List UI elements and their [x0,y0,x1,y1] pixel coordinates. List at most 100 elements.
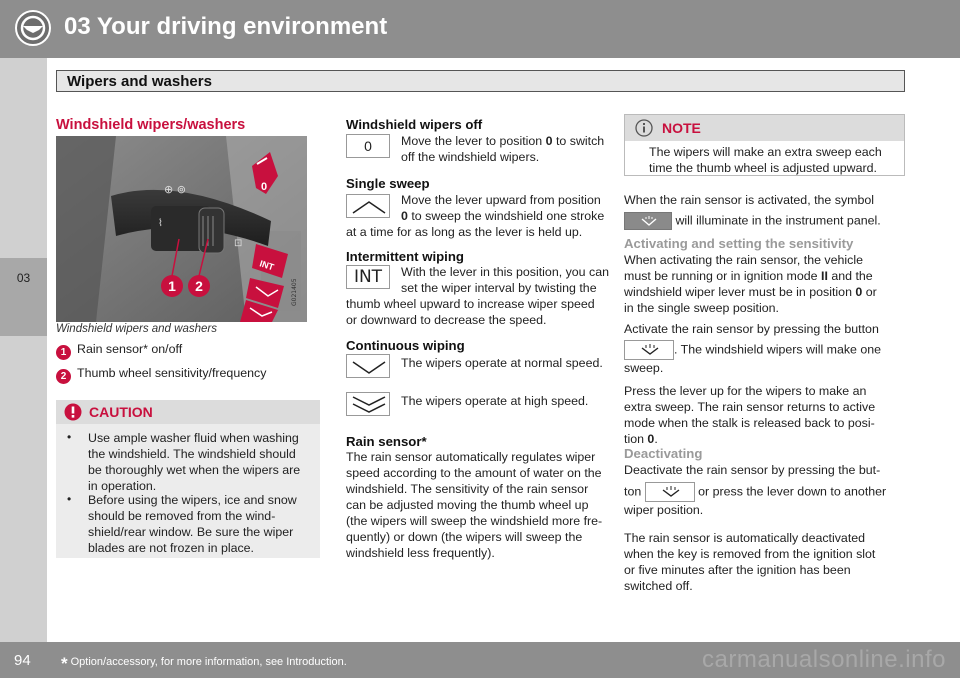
auto-text-2: when the key is removed from the ignitio… [624,547,876,561]
deactivating-text-2b: or press the lever down to another [698,484,887,499]
position-int-label: INT [258,258,275,272]
caution-b2-l1: Before using the wipers, ice and snow [88,493,297,507]
int-text-3: thumb wheel upward to increase wiper spe… [346,297,595,311]
activating-text-4: in the single sweep position. [624,301,779,315]
chapter-tab[interactable]: 03 [0,258,47,336]
callout-1-label: 1 [168,278,176,294]
callout-2-marker [188,275,210,297]
single-sweep-symbol-box [346,194,390,218]
int-text-1: With the lever in this position, you can [401,265,609,279]
single-text-1: Move the lever upward from position [401,193,601,207]
caution-b1-l1: Use ample washer fluid when washing [88,431,299,445]
activating-text-2c: and the [827,269,873,283]
deactivating-heading: Deactivating [624,446,703,461]
deactivating-text-2a: ton [624,484,642,499]
off-pos-0: 0 [545,134,553,148]
normal-speed-icon [346,354,390,378]
activated-text-2: will illuminate in the instrument panel. [675,213,881,228]
chapter-title: 03 Your driving environment [64,13,388,40]
press-pos-0: 0 [647,432,655,446]
callout-badge-2: 2 [56,369,71,384]
high-speed-text-wrap: The wipers operate at high speed. [401,393,588,409]
normal-speed-text: The wipers operate at normal speed. [401,356,603,370]
int-symbol-text: INT [353,267,383,287]
caution-b2-l2: should be removed from the wind- [88,509,276,523]
footnote-asterisk: * [61,654,68,673]
wipers-off-heading: Windshield wipers off [346,117,483,132]
note-text-1: The wipers will make an extra sweep each [649,145,882,159]
caution-b1-l4: in operation. [88,479,157,493]
normal-speed-text-wrap: The wipers operate at normal speed. [401,355,603,371]
caution-bullet-2: • Before using the wipers, ice and snow … [67,492,315,556]
callout-1-marker [161,275,183,297]
rain-text-4: can be adjusted moving the thumb wheel u… [346,498,589,512]
activated-body: When the rain sensor is activated, the s… [624,192,881,230]
rain-text-3: windshield. The sensitivity of the rain … [346,482,589,496]
single-text-2: to sweep the windshield one stroke [407,209,605,223]
position-0-symbol: 0 [346,134,390,158]
press-lever-paragraph: Press the lever up for the wipers to mak… [624,383,875,447]
activating-text-1: When activating the rain sensor, the veh… [624,253,863,267]
left-heading: Windshield wipers/washers [56,117,246,133]
svg-text:⌇: ⌇ [158,218,163,229]
note-title: NOTE [662,120,701,136]
deactivating-body: Deactivate the rain sensor by pressing t… [624,462,886,518]
rain-text-1: The rain sensor automatically regulates … [346,450,596,464]
caution-b1-l2: the windshield. The windshield should [88,447,296,461]
position-0-label: 0 [261,181,267,193]
note-text-2: time the thumb wheel is adjusted upward. [649,161,877,175]
rain-sensor-button-icon-2 [644,482,695,502]
footnote-text: Option/accessory, for more information, … [70,656,347,668]
normal-speed-symbol-box [346,354,390,378]
footnote: *Option/accessory, for more information,… [61,654,347,674]
rain-text-2: speed according to the amount of water o… [346,466,602,480]
footer-band: 94 *Option/accessory, for more informati… [0,642,960,678]
activate-button-paragraph: Activate the rain sensor by pressing the… [624,321,881,376]
callout-item-2-text: Thumb wheel sensitivity/frequency [77,366,267,380]
callout-2-label: 2 [195,278,203,294]
continuous-heading: Continuous wiping [346,338,465,353]
high-speed-symbol-box [346,392,390,416]
rain-sensor-heading: Rain sensor* [346,434,427,449]
intermittent-body-bottom: thumb wheel upward to increase wiper spe… [346,296,595,328]
single-sweep-body-bottom: at a time for as long as the lever is he… [346,224,582,240]
activate-text-3: sweep. [624,361,664,375]
press-text-4a: tion [624,432,648,446]
caution-box: CAUTION • Use ample washer fluid when wa… [56,400,320,558]
activating-body: When activating the rain sensor, the veh… [624,252,877,316]
position-0-symbol-box: 0 [346,134,390,158]
intermittent-body-top: With the lever in this position, you can… [401,264,609,296]
auto-text-1: The rain sensor is automatically deactiv… [624,531,866,545]
rain-sensor-button-icon [624,340,674,360]
intermittent-heading: Intermittent wiping [346,249,464,264]
activating-text-3a: windshield wiper lever must be in positi… [624,285,856,299]
press-text-2: extra sweep. The rain sensor returns to … [624,400,876,414]
rain-text-5: (the wipers will sweep the windshield mo… [346,514,603,528]
steering-wheel-icon [15,10,51,46]
rain-text-7: windshield less frequently). [346,546,495,560]
auto-text-3: or five minutes after the ignition has b… [624,563,851,577]
press-text-1: Press the lever up for the wipers to mak… [624,384,867,398]
bullet-dot: • [67,430,72,444]
position-0-symbol-text: 0 [364,138,372,154]
deactivating-text-1: Deactivate the rain sensor by pressing t… [624,463,881,477]
caution-bullet-1: • Use ample washer fluid when washing th… [67,430,315,494]
int-symbol: INT [346,265,390,289]
auto-deactivate-paragraph: The rain sensor is automatically deactiv… [624,530,875,594]
high-speed-icon [346,392,390,416]
single-pos-0: 0 [401,209,408,223]
rain-sensor-body: The rain sensor automatically regulates … [346,449,616,561]
caution-b2-l4: blades are not frozen in place. [88,541,255,555]
activating-pos-0: 0 [855,285,863,299]
deactivating-text-3: wiper position. [624,503,704,517]
warning-icon [64,403,82,421]
side-strip: 03 [0,58,47,642]
note-body: The wipers will make an extra sweep each… [649,144,882,176]
section-title: Wipers and washers [67,73,212,90]
bullet-dot: • [67,492,72,506]
chapter-tab-label: 03 [16,271,31,285]
off-text-2: to switch [552,134,605,148]
note-box: NOTE The wipers will make an extra sweep… [624,114,905,176]
callout-badge-1: 1 [56,345,71,360]
